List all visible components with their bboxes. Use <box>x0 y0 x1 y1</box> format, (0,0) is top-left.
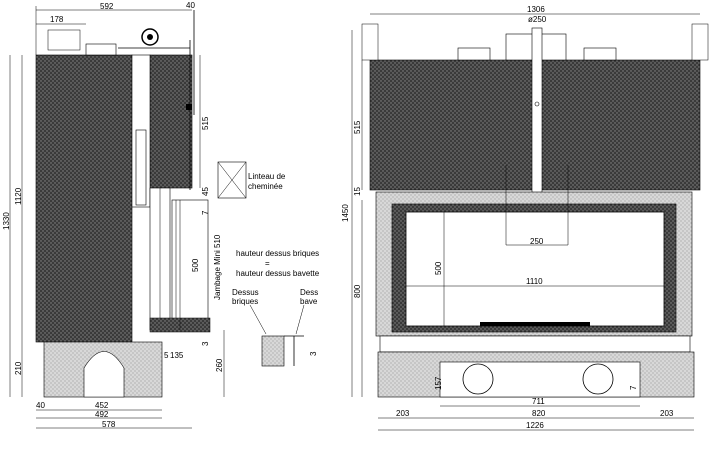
linteau-label-line2: cheminée <box>248 182 283 191</box>
detail-label-bave: bave <box>300 297 318 306</box>
dim-492: 492 <box>95 410 109 419</box>
dim-157: 157 <box>434 376 443 390</box>
dim-203-right: 203 <box>660 409 674 418</box>
right-glass-opening <box>405 211 665 327</box>
left-side-view: Linteau de cheminée 592 178 40 1330 1120… <box>2 1 320 429</box>
dim-592: 592 <box>100 2 114 11</box>
top-equipment <box>85 43 117 56</box>
dim-1330: 1330 <box>2 212 11 230</box>
note-line1: hauteur dessus briques <box>236 249 319 258</box>
dim-1306: 1306 <box>527 5 545 14</box>
dim-15: 15 <box>353 187 362 196</box>
fan-right-icon <box>582 363 614 395</box>
dim-7-left: 7 <box>201 210 210 215</box>
detail-dim-3: 3 <box>309 351 318 356</box>
dim-210: 210 <box>14 361 23 375</box>
jambage-label: Jambage Mini 510 <box>213 234 222 300</box>
dim-flue: ø250 <box>528 15 547 24</box>
dim-500-left: 500 <box>191 258 200 272</box>
dim-1110: 1110 <box>526 277 543 286</box>
dim-178: 178 <box>50 15 64 24</box>
dim-578: 578 <box>102 420 116 429</box>
dim-7-right: 7 <box>629 385 638 390</box>
dim-1226: 1226 <box>526 421 544 430</box>
dim-800: 800 <box>353 284 362 298</box>
dim-250-w: 250 <box>530 237 544 246</box>
left-upper-block <box>149 54 193 189</box>
note-equals: = <box>265 259 270 268</box>
dim-452: 452 <box>95 401 109 410</box>
linteau-label-line1: Linteau de <box>248 172 286 181</box>
note-line2: hauteur dessus bavette <box>236 269 320 278</box>
dim-260: 260 <box>215 358 224 372</box>
detail-label-briques: briques <box>232 297 258 306</box>
left-insulation-block <box>35 54 133 343</box>
right-front-view: 250 1110 500 1306 ø250 1450 515 15 800 1… <box>341 5 709 431</box>
dim-500-right: 500 <box>434 261 443 275</box>
fan-left-icon <box>462 363 494 395</box>
detail-label-dessus: Dessus <box>232 288 259 297</box>
dim-40-top: 40 <box>186 1 195 10</box>
detail-brick <box>261 335 285 367</box>
dim-1120: 1120 <box>14 187 23 205</box>
left-column <box>131 54 151 208</box>
dim-135: 135 <box>170 351 184 360</box>
dim-711: 711 <box>532 397 545 406</box>
dim-3-left: 3 <box>201 341 210 346</box>
dim-40-bottom: 40 <box>36 401 45 410</box>
dim-5: 5 <box>164 351 169 360</box>
detail-label-dess: Dess <box>300 288 318 297</box>
flue-pipe <box>531 27 543 199</box>
dim-45: 45 <box>201 187 210 196</box>
dim-515-left: 515 <box>201 116 210 130</box>
dim-203-left: 203 <box>396 409 410 418</box>
left-base-arch <box>83 351 125 398</box>
dim-820: 820 <box>532 409 546 418</box>
dim-515-right: 515 <box>353 120 362 134</box>
dim-1450: 1450 <box>341 204 350 222</box>
